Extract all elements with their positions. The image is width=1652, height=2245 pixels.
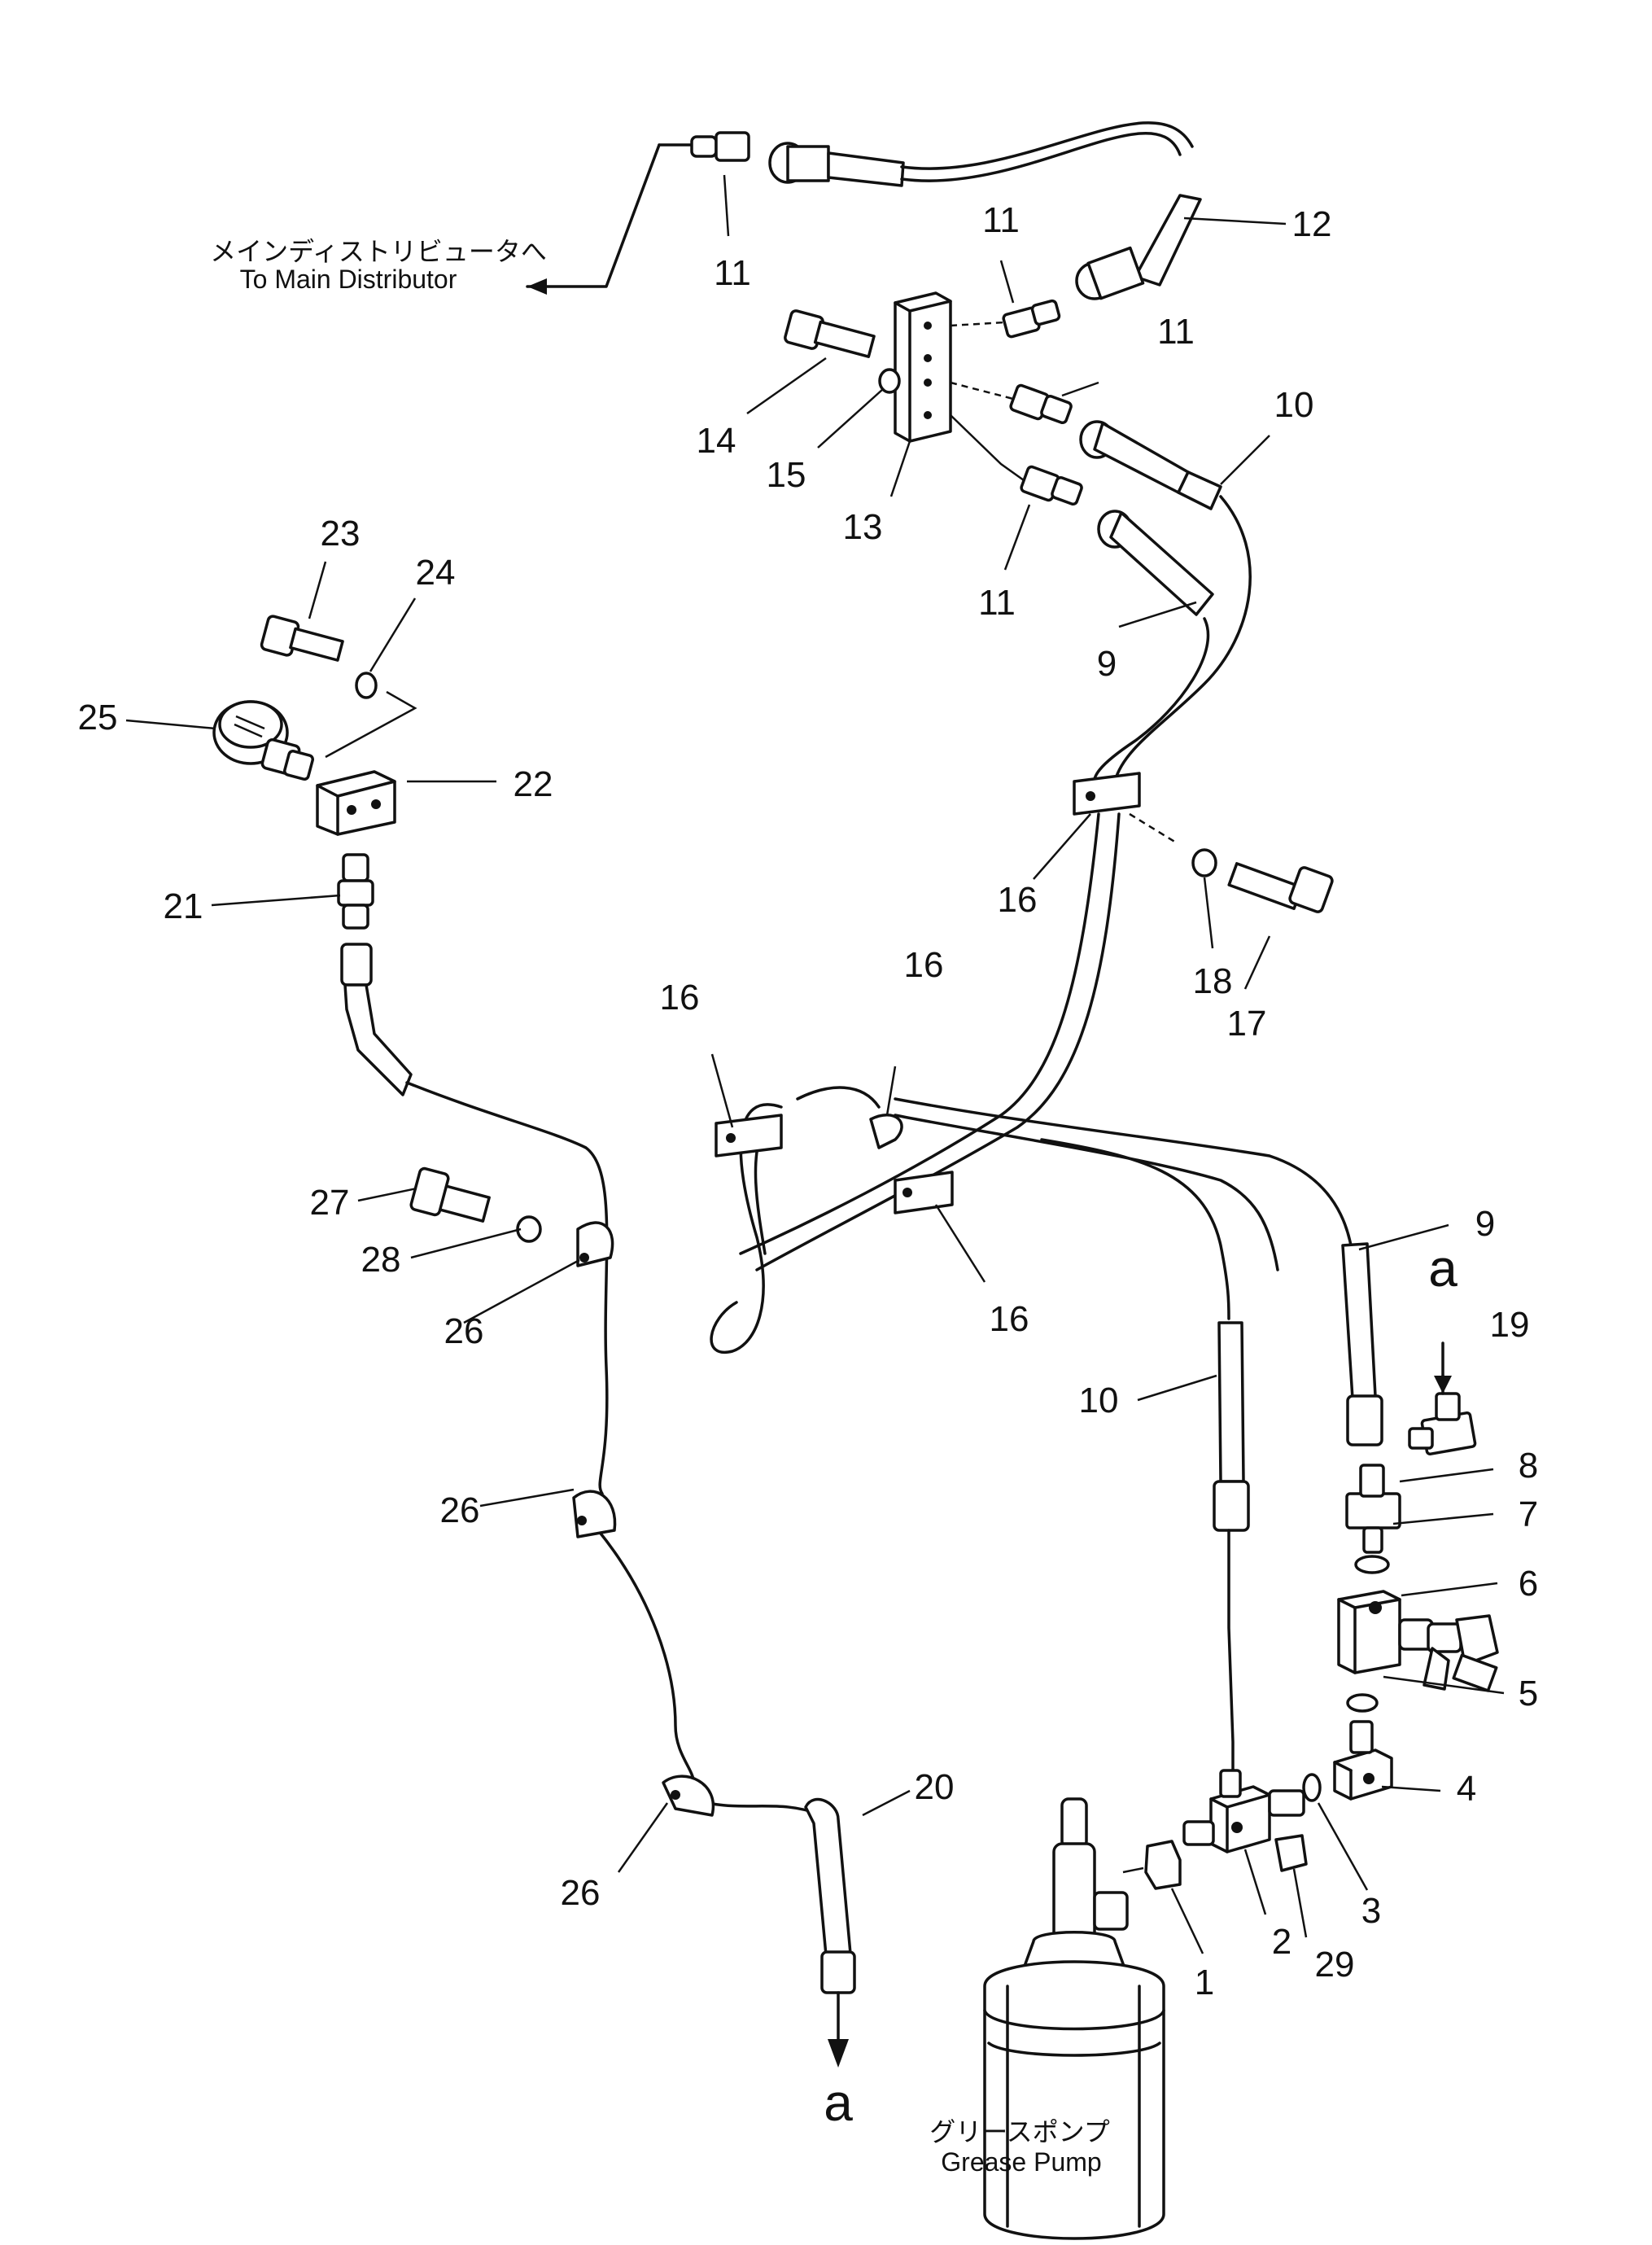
leader-lines [125, 174, 1505, 1954]
part-27: 27 [310, 1183, 350, 1223]
part-17: 17 [1227, 1004, 1267, 1044]
part-3: 3 [1361, 1891, 1381, 1931]
part-11-mid: 11 [1157, 312, 1195, 352]
part-7: 7 [1519, 1494, 1538, 1534]
part-11-upper: 11 [982, 200, 1020, 240]
part-20: 20 [915, 1767, 955, 1807]
part-18: 18 [1193, 961, 1233, 1001]
part-11-top: 11 [714, 253, 751, 293]
part-26-lower: 26 [561, 1873, 601, 1913]
part-10-upper: 10 [1274, 385, 1314, 425]
part-10-lower: 10 [1079, 1381, 1119, 1420]
part-25: 25 [78, 698, 118, 737]
part-4: 4 [1457, 1769, 1476, 1809]
part-11-lower: 11 [978, 583, 1016, 623]
to-main-distributor-en: To Main Distributor [240, 265, 457, 294]
part-9-upper: 9 [1097, 644, 1117, 684]
marker-a-bottom: a [824, 2073, 853, 2132]
lower-hose-10 [1213, 1321, 1250, 1792]
part-28: 28 [361, 1240, 401, 1280]
part-9-lower: 9 [1475, 1204, 1495, 1244]
part-6: 6 [1519, 1564, 1538, 1604]
grease-pump-en: Grease Pump [941, 2147, 1101, 2177]
valve-stack [1333, 1341, 1499, 1801]
part-16-left: 16 [660, 978, 700, 1017]
left-hose-run [405, 1081, 856, 2068]
part-16-lower: 16 [990, 1299, 1029, 1339]
part-16-upper: 16 [998, 880, 1038, 920]
left-gauge-assembly [212, 615, 417, 1096]
part-14: 14 [697, 421, 736, 461]
distributor-block [784, 291, 1083, 506]
part-29: 29 [1315, 1945, 1355, 1985]
left-clamps [409, 1166, 715, 1817]
upper-clamp [1073, 772, 1334, 913]
grease-pump-jp: グリースポンプ [929, 2117, 1109, 2147]
upper-hoses [1079, 420, 1252, 791]
lower-hose-9 [1341, 1242, 1383, 1446]
part-1: 1 [1195, 1963, 1214, 2002]
part-12: 12 [1292, 204, 1332, 244]
part-26-mid: 26 [440, 1490, 480, 1530]
main-distributor-connection [526, 121, 1202, 300]
marker-a-top: a [1428, 1239, 1458, 1298]
part-21: 21 [164, 886, 203, 926]
part-19: 19 [1490, 1305, 1530, 1345]
part-numbers: 11 11 11 11 12 10 9 14 15 13 23 24 25 22… [78, 200, 1539, 2002]
part-26-upper: 26 [444, 1311, 484, 1351]
part-22: 22 [514, 764, 553, 804]
to-main-distributor-jp: メインディストリビュータへ [210, 237, 547, 266]
part-24: 24 [416, 553, 456, 593]
part-2: 2 [1272, 1922, 1291, 1962]
part-8: 8 [1519, 1446, 1538, 1486]
part-16-mid: 16 [904, 945, 944, 985]
part-5: 5 [1519, 1674, 1538, 1713]
part-15: 15 [767, 455, 806, 495]
grease-pump [983, 1797, 1165, 2240]
captions: メインディストリビュータへ To Main Distributor グリースポン… [210, 237, 1458, 2177]
part-13: 13 [843, 507, 883, 547]
part-23: 23 [321, 514, 361, 554]
main-hose-runs [710, 812, 1353, 1354]
pump-tee-assembly [1122, 1769, 1322, 1890]
